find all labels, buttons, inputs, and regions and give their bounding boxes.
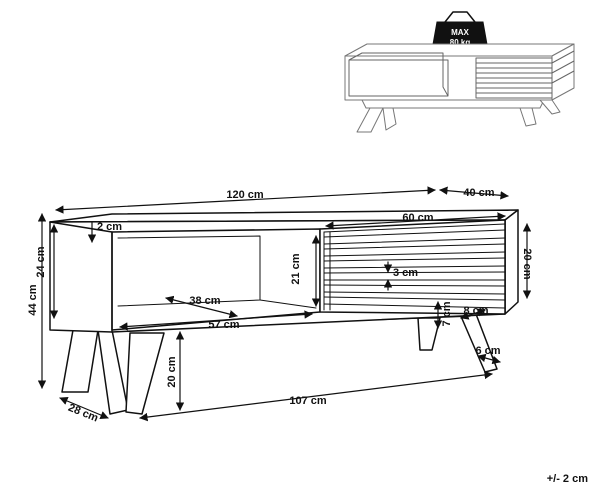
dimension-lines	[37, 186, 532, 422]
depth-label: 40 cm	[463, 187, 494, 199]
body-height-label: 24 cm	[35, 246, 47, 277]
overview-slats	[476, 50, 575, 94]
leg-foot-label: 28 cm	[66, 402, 100, 425]
leg-front-left	[61, 329, 99, 393]
slat-gap-label: 3 cm	[393, 267, 418, 279]
leg-top-width-label: 8 cm	[463, 305, 488, 317]
leg-back-right	[459, 313, 498, 373]
weight-value: 80 kg	[450, 38, 471, 47]
tv-stand-drawing	[49, 209, 519, 415]
inner-height-label: 21 cm	[290, 253, 302, 284]
shelf-depth-label: 38 cm	[189, 295, 220, 307]
top-thickness-label: 2 cm	[97, 221, 122, 233]
total-height-label: 44 cm	[27, 284, 39, 315]
leg-back-left	[417, 317, 441, 351]
leg-span-label: 107 cm	[289, 395, 327, 407]
total-width-label: 120 cm	[226, 189, 264, 201]
drawer-width-label: 60 cm	[402, 212, 433, 224]
weight-label: MAX	[451, 28, 469, 37]
side-panel	[504, 209, 519, 315]
leg-bottom-width-label: 6 cm	[475, 345, 500, 357]
leg-front-right	[125, 332, 165, 415]
drawer-height-label: 20 cm	[521, 248, 533, 279]
leg-front-left-side	[97, 329, 129, 415]
overview-drawing: MAX 80 kg	[344, 11, 575, 133]
tolerance-note: +/- 2 cm	[547, 473, 588, 485]
leg-top-height-label: 7 cm	[441, 301, 453, 326]
leg-height-label: 20 cm	[166, 356, 178, 387]
shelf-width-label: 57 cm	[208, 319, 239, 331]
